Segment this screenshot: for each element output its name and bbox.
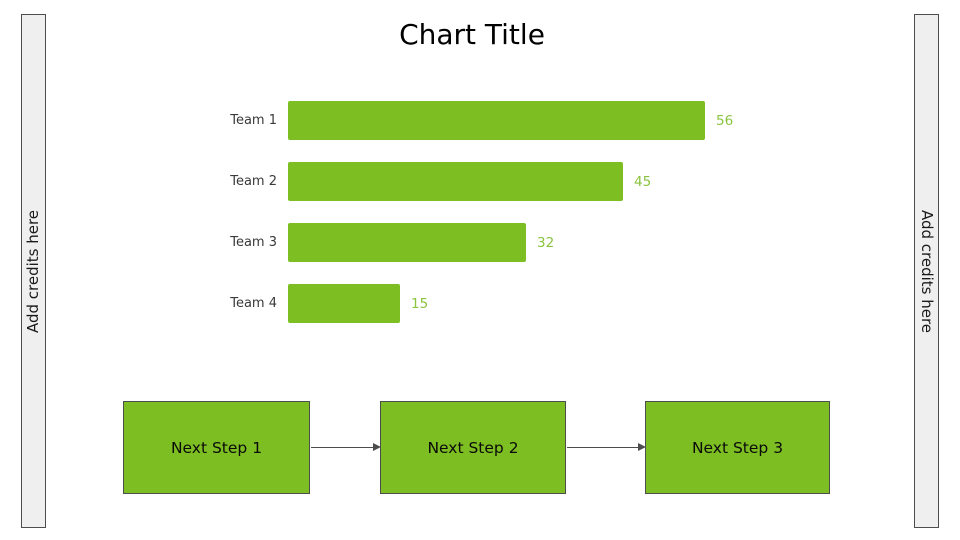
category-label: Team 2 <box>230 174 277 189</box>
value-label: 56 <box>716 112 734 129</box>
chart-row: Team 4 15 <box>0 284 960 323</box>
bar[interactable] <box>288 223 526 262</box>
chart-title: Chart Title <box>399 18 545 51</box>
category-label: Team 1 <box>230 113 277 128</box>
flow-step-1-label: Next Step 1 <box>170 438 263 457</box>
flow-step-3-label: Next Step 3 <box>691 438 784 457</box>
chart-row: Team 1 56 <box>0 101 960 140</box>
category-label: Team 4 <box>230 296 277 311</box>
flow-step-2-box[interactable]: Next Step 2 <box>380 401 566 494</box>
bar[interactable] <box>288 284 400 323</box>
flow-arrow-1 <box>311 443 381 451</box>
category-label: Team 3 <box>230 235 277 250</box>
chart-row: Team 2 45 <box>0 162 960 201</box>
flow-step-2-label: Next Step 2 <box>427 438 519 457</box>
flow-step-3-box[interactable]: Next Step 3 <box>645 401 830 494</box>
bar[interactable] <box>288 101 705 140</box>
value-label: 32 <box>537 234 555 251</box>
chart-row: Team 3 32 <box>0 223 960 262</box>
bar[interactable] <box>288 162 623 201</box>
right-credits-placeholder[interactable]: Add credits here <box>914 14 939 528</box>
value-label: 45 <box>634 173 652 190</box>
value-label: 15 <box>411 295 429 312</box>
flow-step-1-box[interactable]: Next Step 1 <box>123 401 310 494</box>
flow-arrow-2 <box>567 443 646 451</box>
left-credits-placeholder[interactable]: Add credits here <box>21 14 46 528</box>
